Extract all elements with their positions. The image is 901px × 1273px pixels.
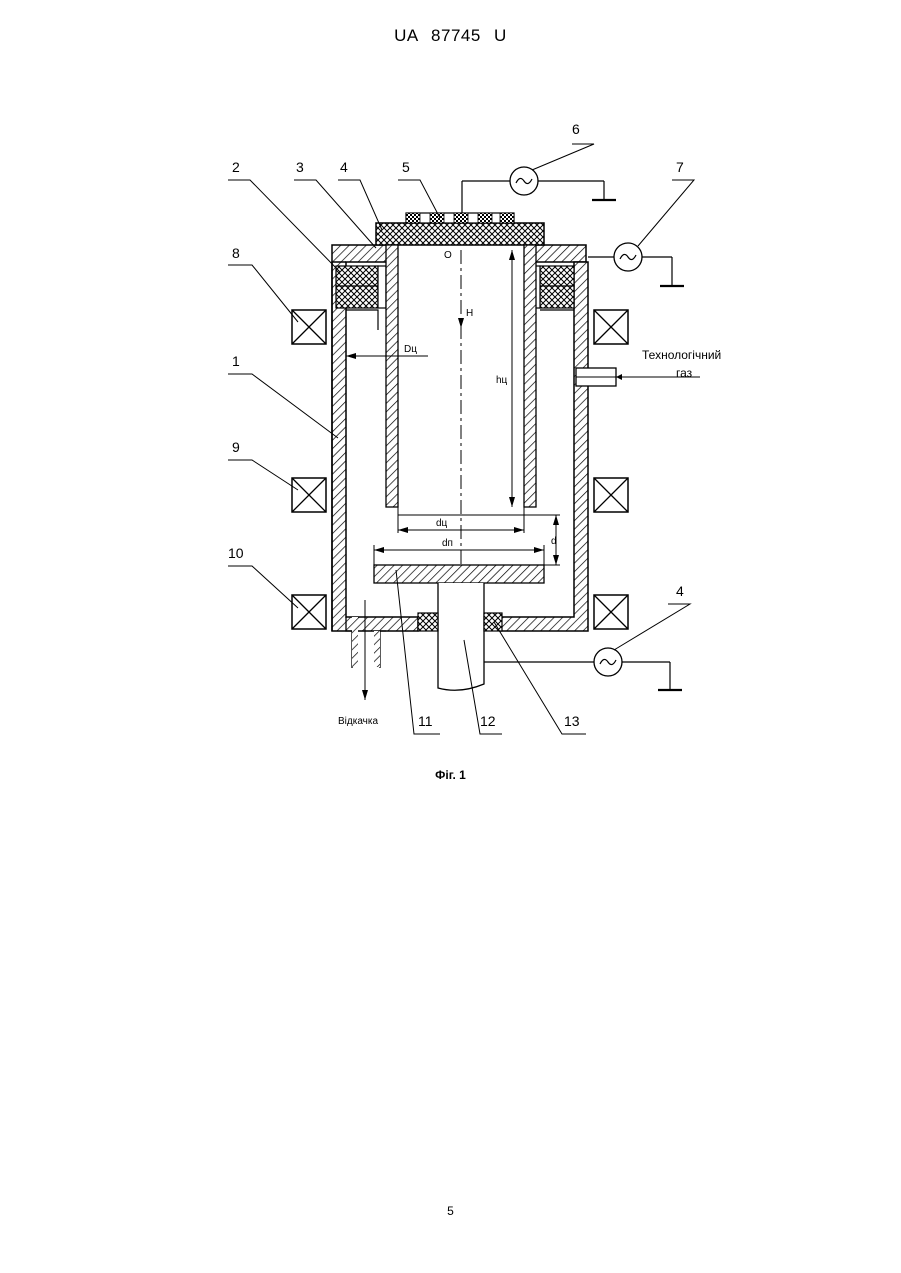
shaft: [418, 583, 502, 690]
antenna-coil: [406, 213, 514, 223]
gap-dimension: [540, 515, 560, 565]
cylinder-height-dimension: [509, 250, 515, 507]
callout-5: 5: [402, 159, 410, 175]
origin-label: O: [444, 250, 452, 261]
height-axis-label: H: [466, 308, 473, 319]
callout-7: 7: [676, 159, 684, 175]
top-insulator: [376, 223, 544, 245]
substrate-holder: [374, 565, 544, 583]
cylinder-diameter-label: dц: [436, 518, 448, 529]
callout-12: 12: [480, 713, 496, 729]
gap-label: d: [551, 536, 557, 547]
callout-13: 13: [564, 713, 580, 729]
callout-3: 3: [296, 159, 304, 175]
callout-4-top: 4: [340, 159, 348, 175]
generator-6: [462, 167, 616, 213]
callout-4-bottom: 4: [676, 583, 684, 599]
callout-10: 10: [228, 545, 244, 561]
cylinder-diameter-dimension: [398, 507, 560, 533]
gas-label-line1: Технологічний: [642, 348, 721, 362]
plate-diameter-label: dп: [442, 538, 453, 549]
callout-9: 9: [232, 439, 240, 455]
generator-7: [588, 243, 684, 286]
cylinder-height-label: hц: [496, 375, 508, 386]
callout-2: 2: [232, 159, 240, 175]
callout-11: 11: [418, 713, 433, 729]
outer-diameter-label: Dц: [404, 344, 417, 355]
pumping-pipe: [346, 600, 386, 700]
callout-8: 8: [232, 245, 240, 261]
pumping-label: Відкачка: [338, 716, 378, 727]
callout-1: 1: [232, 353, 240, 369]
gas-label-line2: газ: [676, 366, 693, 380]
callout-6: 6: [572, 121, 580, 137]
figure-caption: Фіг. 1: [0, 768, 901, 782]
plate-diameter-dimension: [374, 545, 544, 565]
page-number: 5: [0, 1204, 901, 1218]
top-rings: [336, 266, 574, 308]
